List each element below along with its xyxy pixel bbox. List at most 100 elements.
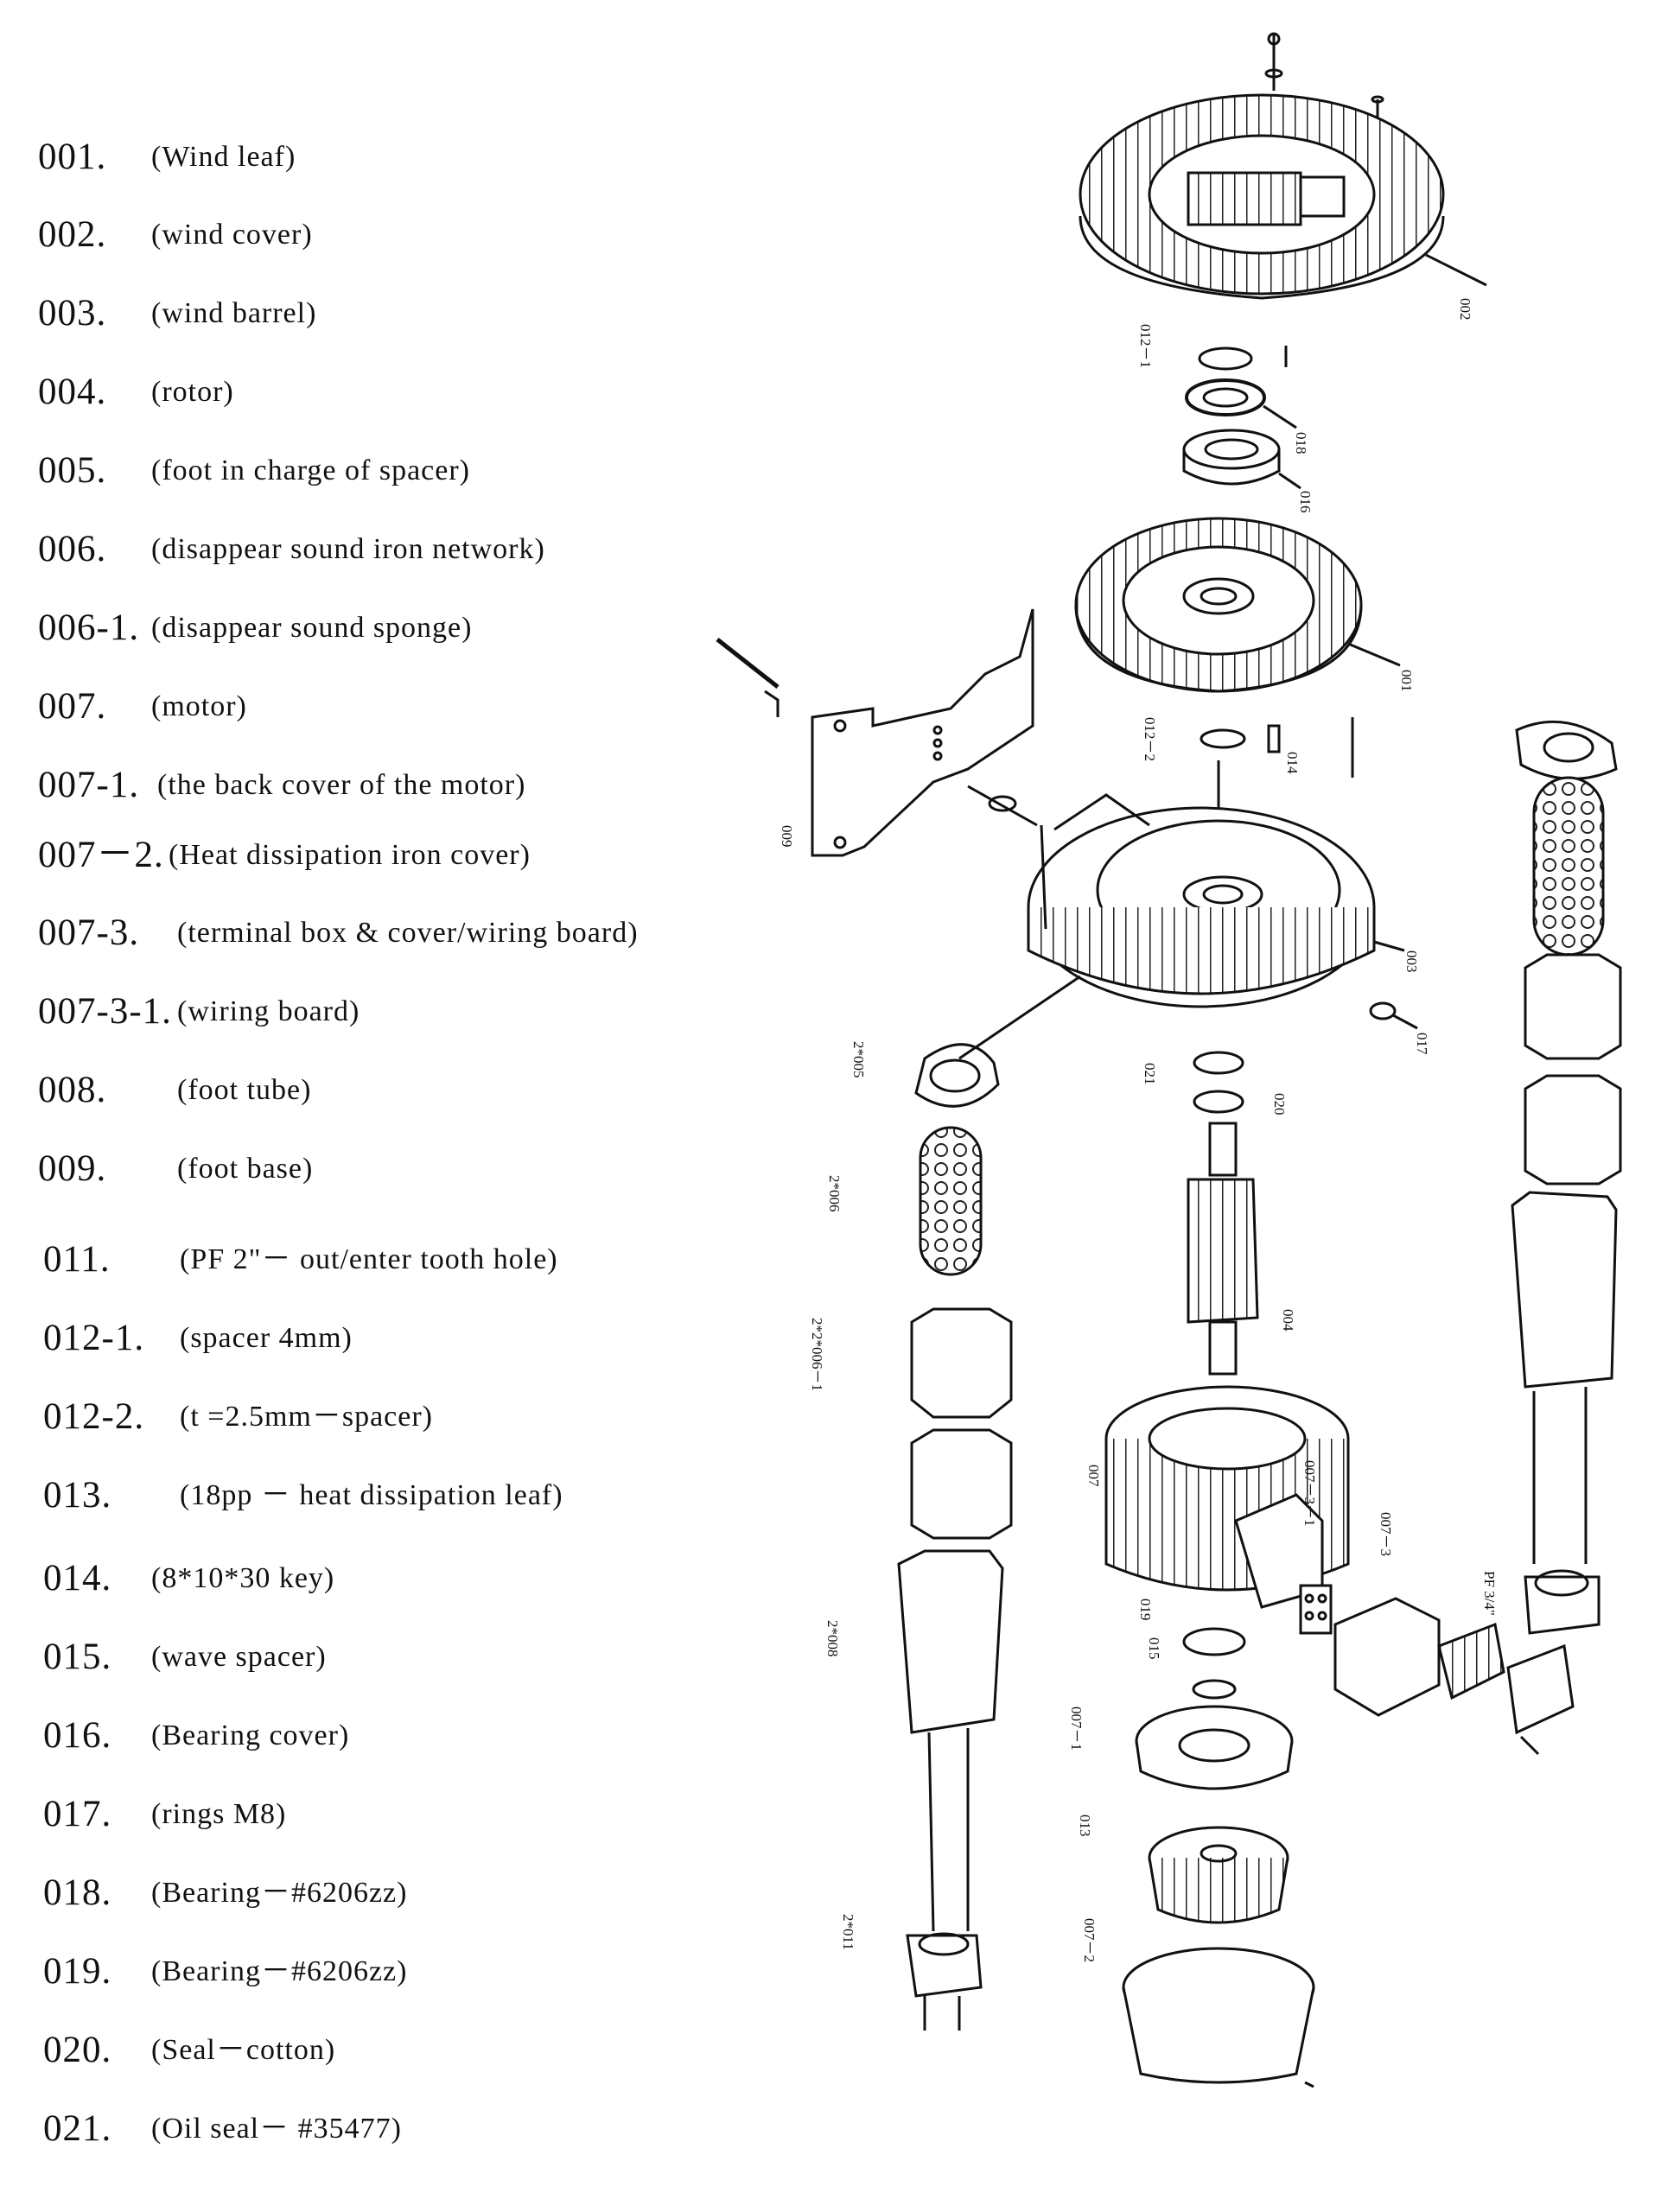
part-code: 003.	[38, 293, 107, 334]
part-name: (wiring board)	[177, 995, 360, 1027]
part-code: 016.	[43, 1715, 112, 1756]
part-name: (disappear sound iron network)	[151, 533, 545, 565]
part-code: 002.	[38, 214, 107, 255]
part-name: (t =2.5mm－spacer)	[180, 1401, 433, 1433]
rotor-part-004	[1187, 1122, 1259, 1376]
spacer-part-012-1	[1185, 346, 1297, 429]
ring-part-017	[1369, 1001, 1397, 1020]
part-code: 011.	[43, 1239, 111, 1280]
callout-018: 018	[1293, 432, 1309, 454]
part-name: (terminal box & cover/wiring board)	[177, 917, 639, 949]
part-name: (wind cover)	[151, 219, 313, 251]
callout-012-2: 012－2	[1142, 717, 1158, 761]
silencer-sponge-part-006-right	[1532, 776, 1605, 957]
part-code: 007-1.	[38, 765, 140, 805]
foot-base-part-006-1-right	[1524, 953, 1622, 1185]
part-name: (Wind leaf)	[151, 141, 296, 173]
part-code: 020.	[43, 2030, 112, 2070]
part-name: (Bearing cover)	[151, 1719, 350, 1751]
part-name: (Bearing－#6206zz)	[151, 1877, 408, 1909]
part-name: (disappear sound sponge)	[151, 612, 473, 644]
spacer-part-012-2	[1200, 728, 1246, 749]
part-name: (18pp － heat dissipation leaf)	[180, 1479, 563, 1511]
wind-cover-part-002	[1079, 93, 1487, 300]
part-name: (rotor)	[151, 376, 234, 408]
part-code: 007－2.	[38, 835, 164, 875]
part-name: (the back cover of the motor)	[157, 769, 526, 801]
callout-002: 002	[1457, 298, 1473, 321]
spacer-plate-part-005-right	[1515, 720, 1618, 780]
callout-003: 003	[1403, 950, 1420, 973]
foot-base-part-006-1-left	[910, 1307, 1013, 1540]
part-code: 006.	[38, 529, 107, 569]
callout-001: 001	[1398, 670, 1415, 692]
callout-019: 019	[1137, 1599, 1154, 1621]
heat-cover-part-007-2	[1122, 1947, 1315, 2088]
callout-020: 020	[1271, 1093, 1288, 1116]
part-code: 021.	[43, 2108, 112, 2149]
callout-021: 021	[1142, 1063, 1158, 1085]
foot-tube-part-008-left	[897, 1549, 1004, 1932]
callout-2x005: 2*005	[850, 1041, 867, 1078]
part-name: (PF 2"－ out/enter tooth hole)	[180, 1243, 558, 1275]
motor-part-007	[1104, 1385, 1350, 1609]
callout-009: 009	[779, 825, 795, 848]
spacer-plate-part-005-left	[914, 975, 1081, 1108]
callout-013: 013	[1077, 1815, 1093, 1837]
callout-015: 015	[1146, 1637, 1162, 1660]
callout-014: 014	[1284, 752, 1301, 774]
part-code: 014.	[43, 1558, 112, 1599]
callout-007: 007	[1085, 1465, 1102, 1487]
callout-007-2: 007－2	[1081, 1918, 1098, 1962]
part-code: 017.	[43, 1794, 112, 1834]
callout-007-1: 007－1	[1068, 1707, 1085, 1751]
part-name: (rings M8)	[151, 1798, 287, 1830]
part-code: 007-3.	[38, 912, 140, 953]
callout-012-1: 012－1	[1137, 324, 1154, 368]
bearing-part-019	[1182, 1627, 1246, 1656]
part-code: 001.	[38, 137, 107, 177]
part-code: 012-2.	[43, 1396, 145, 1437]
oil-seal-part-021	[1193, 1051, 1244, 1075]
callout-007-3-1: 007－3－1	[1301, 1460, 1318, 1527]
callout-2x008: 2*008	[824, 1620, 841, 1657]
wind-leaf-part-001	[1074, 517, 1401, 693]
foot-part-011-left	[906, 1932, 983, 2031]
part-code: 018.	[43, 1872, 112, 1913]
bearing-cover-part-016	[1182, 429, 1301, 490]
terminal-box-part-007-3	[1333, 1597, 1575, 1756]
wind-barrel-part-003	[1027, 793, 1405, 1008]
callout-017: 017	[1414, 1033, 1430, 1055]
callout-004: 004	[1280, 1309, 1296, 1332]
part-code: 006-1.	[38, 607, 140, 648]
callout-016: 016	[1297, 491, 1314, 513]
exploded-motor-diagram: 002 012－1 018 016 001 012－2 014 009 003 …	[716, 32, 1622, 2088]
part-name: (wind barrel)	[151, 297, 317, 329]
part-code: 013.	[43, 1475, 112, 1516]
part-name: (Heat dissipation iron cover)	[169, 839, 531, 871]
fan-part-013	[1148, 1826, 1289, 1924]
part-name: (spacer 4mm)	[180, 1322, 353, 1354]
callout-22x006-1: 2*2*006－1	[809, 1318, 825, 1391]
part-code: 004.	[38, 372, 107, 412]
back-cover-part-007-1	[1135, 1705, 1294, 1790]
foot-tube-part-008-right	[1511, 1191, 1618, 1564]
silencer-bracket-part-009	[716, 608, 1047, 930]
part-code: 007-3-1.	[38, 991, 172, 1032]
silencer-sponge-part-006-left	[919, 1126, 983, 1276]
part-code: 019.	[43, 1951, 112, 1992]
part-name: (foot tube)	[177, 1074, 312, 1106]
part-name: (wave spacer)	[151, 1641, 327, 1673]
key-part-014	[1267, 724, 1281, 753]
part-name: (Seal－cotton)	[151, 2034, 336, 2066]
part-name: (Bearing－#6206zz)	[151, 1955, 408, 1987]
callout-2x011: 2*011	[840, 1914, 856, 1950]
wiring-board-part-007-3-1	[1299, 1584, 1333, 1635]
foot-part-011-right	[1524, 1569, 1601, 1635]
parts-list: 001. (Wind leaf) 002. (wind cover) 003. (wi…	[0, 0, 717, 2212]
callout-007-3: 007－3	[1378, 1512, 1394, 1556]
part-code: 005.	[38, 450, 107, 491]
seal-cotton-part-020	[1193, 1090, 1244, 1114]
part-code: 008.	[38, 1070, 107, 1110]
part-code: 009.	[38, 1148, 107, 1189]
